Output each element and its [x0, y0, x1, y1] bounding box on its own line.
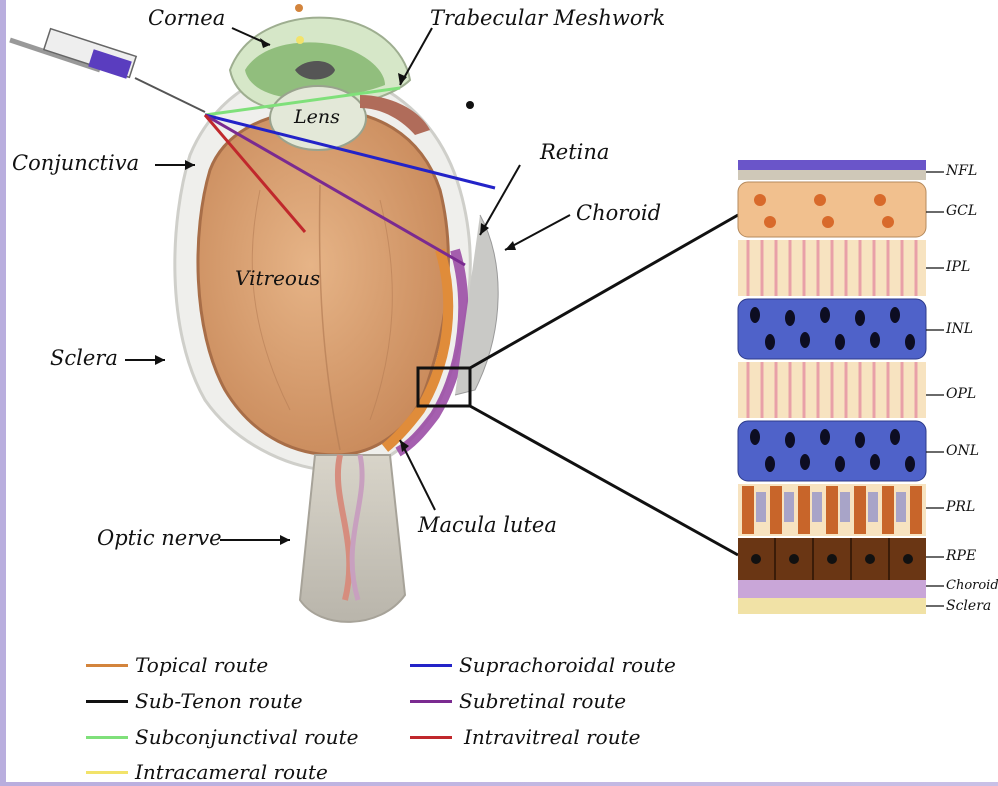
- legend-swatch-topical: [86, 664, 128, 667]
- label-retina: Retina: [540, 142, 609, 163]
- legend-label-intravitreal: Intravitreal route: [464, 727, 640, 747]
- layer-label-inl: INL: [946, 322, 973, 336]
- layer-label-nfl: NFL: [946, 164, 977, 178]
- legend-label-sub-tenon: Sub-Tenon route: [135, 691, 303, 711]
- syringe-icon: [10, 29, 205, 112]
- label-vitreous: Vitreous: [235, 268, 320, 288]
- topical-dot: [295, 4, 303, 12]
- label-cornea: Cornea: [148, 8, 225, 29]
- layer-onl: [738, 421, 926, 481]
- layer-label-opl: OPL: [946, 387, 976, 401]
- zoom-line-top: [470, 215, 738, 368]
- label-lens: Lens: [294, 108, 340, 127]
- layer-gcl: [738, 182, 926, 237]
- legend-swatch-subconjunctival: [86, 736, 128, 739]
- legend-label-topical: Topical route: [135, 655, 268, 675]
- legend-swatch-sub-tenon: [86, 700, 128, 703]
- legend-swatch-intracameral: [86, 771, 128, 774]
- legend-label-intracameral: Intracameral route: [135, 762, 328, 782]
- layer-label-prl: PRL: [946, 500, 975, 514]
- label-sclera: Sclera: [50, 348, 118, 369]
- layer-label-gcl: GCL: [946, 204, 977, 218]
- layer-label-choroid: Choroid: [946, 579, 998, 592]
- label-choroid: Choroid: [576, 203, 661, 224]
- layer-nfl: [738, 160, 926, 170]
- layer-sclera: [738, 598, 926, 614]
- legend-swatch-suprachoroidal: [410, 664, 452, 667]
- legend-swatch-subretinal: [410, 700, 452, 703]
- legend-label-suprachoroidal: Suprachoroidal route: [459, 655, 676, 675]
- legend-label-subconjunctival: Subconjunctival route: [135, 727, 358, 747]
- layer-inl: [738, 299, 926, 359]
- layer-label-sclera: Sclera: [946, 599, 991, 613]
- label-optic-nerve: Optic nerve: [97, 528, 222, 549]
- layer-label-onl: ONL: [946, 444, 979, 458]
- legend-swatch-intravitreal: [410, 736, 452, 739]
- label-conjunctiva: Conjunctiva: [12, 153, 139, 174]
- retinal-layers-diagram: [738, 160, 944, 618]
- layer-label-rpe: RPE: [946, 549, 976, 563]
- label-macula-lutea: Macula lutea: [418, 515, 557, 536]
- sub-tenon-dot: [466, 101, 474, 109]
- legend-label-subretinal: Subretinal route: [459, 691, 626, 711]
- label-trabecular-meshwork: Trabecular Meshwork: [430, 8, 665, 29]
- layer-choroid: [738, 580, 926, 598]
- intracameral-dot: [296, 36, 304, 44]
- layer-label-ipl: IPL: [946, 260, 970, 274]
